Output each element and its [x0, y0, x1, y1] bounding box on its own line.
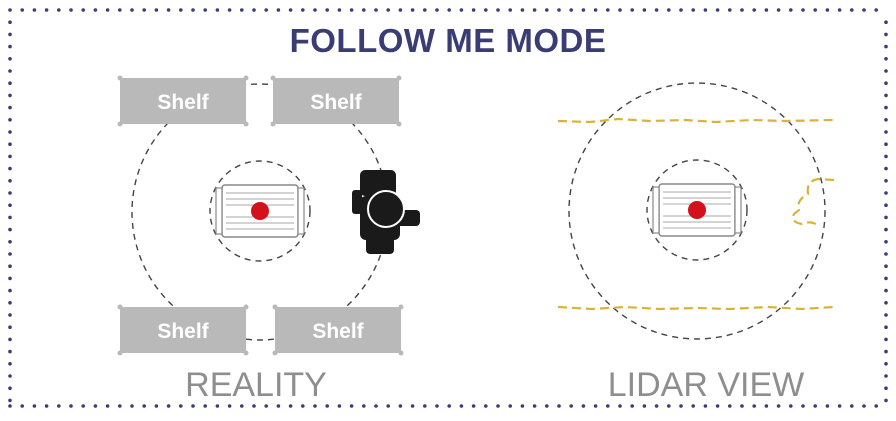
lidar-scan-top [557, 117, 835, 124]
reality-caption: REALITY [185, 366, 327, 404]
shelf-label-top-right: Shelf [310, 91, 362, 114]
shelf-bottom-right: Shelf [272, 304, 404, 356]
dotted-border [8, 8, 888, 408]
robot-position-dot [251, 202, 269, 220]
lidar-view-caption: LIDAR VIEW [607, 366, 805, 404]
shelf-bottom-left: Shelf [117, 304, 249, 356]
person-icon [352, 170, 420, 254]
shelf-label-bottom-right: Shelf [312, 320, 364, 343]
lidar-scan-person [791, 177, 835, 227]
lidar-scan-bottom [557, 305, 835, 311]
shelf-top-right: Shelf [270, 75, 402, 127]
lidar-inner-range-circle [646, 159, 748, 261]
reality-panel: Shelf Shelf Shelf Shelf [117, 75, 420, 356]
shelf-label-bottom-left: Shelf [157, 320, 209, 343]
shelf-top-left: Shelf [117, 75, 249, 127]
shelf-label-top-left: Shelf [157, 91, 209, 114]
diagram-title: FOLLOW ME MODE [289, 22, 607, 59]
lidar-outer-range-circle [568, 82, 826, 340]
lidar-robot-icon [652, 183, 742, 237]
reality-inner-range-circle [209, 160, 311, 262]
reality-robot-icon [215, 184, 305, 238]
lidar-panel [557, 82, 835, 340]
lidar-robot-position-dot [688, 201, 706, 219]
lidar-scan-returns [557, 117, 835, 311]
